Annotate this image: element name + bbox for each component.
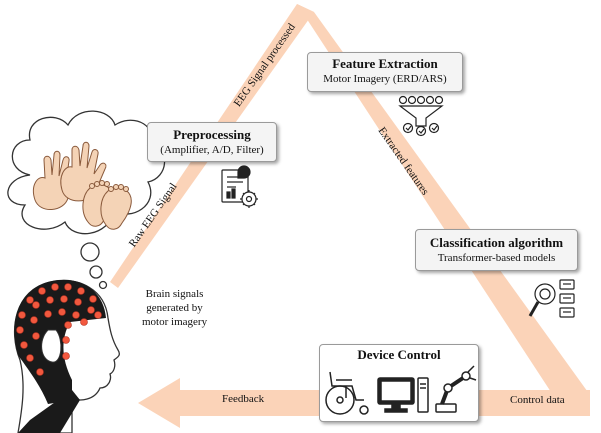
device-control-box: Device Control — [319, 344, 479, 422]
arrow-apex-to-control — [297, 4, 590, 415]
classification-subtitle: Transformer-based models — [437, 252, 556, 264]
cap-electrodes — [16, 283, 102, 376]
funnel-filter-icon — [398, 95, 444, 137]
edge-label-control-data: Control data — [510, 394, 565, 406]
brain-signals-line-2: generated by — [146, 302, 203, 314]
feature-extraction-subtitle: Motor Imagery (ERD/ARS) — [323, 73, 447, 85]
preprocessing-title: Preprocessing — [173, 127, 251, 142]
classification-title: Classification algorithm — [429, 235, 564, 250]
brain-signals-line-1: Brain signals — [145, 288, 204, 300]
brain-signals-caption: Brain signals generated by motor imagery — [142, 287, 207, 329]
report-gear-icon — [221, 165, 258, 208]
hands-feet-icon — [32, 141, 132, 230]
brain-signals-line-3: motor imagery — [142, 316, 208, 328]
classification-box: Classification algorithm Transformer-bas… — [415, 229, 578, 271]
feature-extraction-title: Feature Extraction — [332, 56, 438, 71]
feature-extraction-box: Feature Extraction Motor Imagery (ERD/AR… — [307, 52, 463, 92]
preprocessing-box: Preprocessing (Amplifier, A/D, Filter) — [147, 122, 277, 162]
edge-label-feedback: Feedback — [222, 393, 265, 405]
eeg-cap-head-icon — [13, 279, 120, 433]
preprocessing-subtitle: (Amplifier, A/D, Filter) — [160, 144, 264, 156]
magnifier-list-icon — [528, 279, 575, 318]
device-control-title: Device Control — [357, 347, 441, 362]
